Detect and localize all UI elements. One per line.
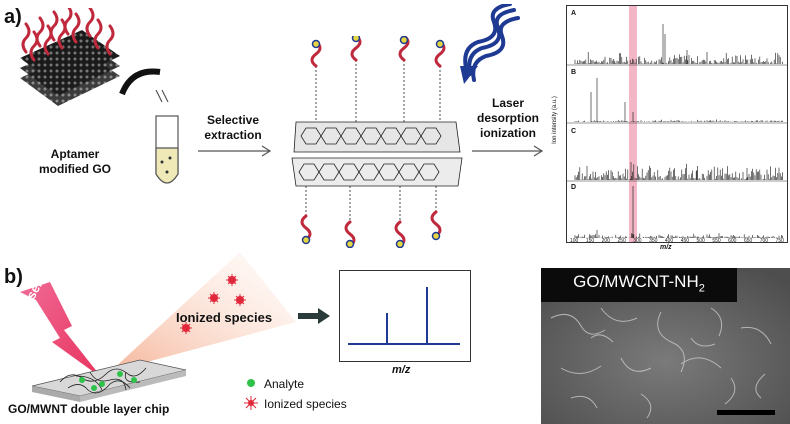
aptamer-go-sheet-illustration <box>20 8 120 106</box>
double-layer-chip <box>31 359 187 402</box>
spectrum-peaks <box>574 186 783 238</box>
spectra-xlabel: m/z <box>660 244 672 251</box>
mini-spectrum-baseline <box>348 343 460 345</box>
sem-title-text: GO/MWCNT-NH <box>573 272 699 291</box>
aptamer-go-label: Aptamer modified GO <box>20 147 130 177</box>
aptamer-go-label-line1: Aptamer <box>50 147 100 161</box>
extracted-complex-illustration <box>291 36 463 248</box>
mini-spectrum-xlabel: m/z <box>392 364 411 376</box>
tick-label: 650 <box>743 238 753 244</box>
tick-label: 700 <box>759 238 769 244</box>
arrow-right-icon <box>472 145 544 157</box>
mini-spectrum-peak <box>426 287 428 343</box>
spectrum-trace <box>567 122 787 180</box>
panel-b-label: b) <box>4 266 23 288</box>
spectra-ylabel-wrap: Ion intensity (a.u.) <box>549 62 561 182</box>
chip-label: GO/MWNT double layer chip <box>8 402 170 416</box>
ldi-label-line2: desorption <box>477 111 539 125</box>
tick-label: 500 <box>696 238 705 244</box>
spectrum-trace <box>574 24 783 64</box>
legend-analyte-label: Analyte <box>264 377 305 391</box>
tick-label: 150 <box>585 238 595 244</box>
tick-label: 600 <box>728 238 737 244</box>
panel-a-label: a) <box>4 6 22 28</box>
spectrum-letter-c: C <box>571 128 577 135</box>
laser-bolt-icon <box>20 282 102 378</box>
tick-label: 100 <box>570 238 579 244</box>
sem-image: GO/MWCNT-NH2 <box>541 268 790 424</box>
selective-extraction-line1: Selective <box>206 113 260 127</box>
analyte-legend-marker <box>247 379 255 387</box>
tick-label: 250 <box>617 238 626 244</box>
ionized-legend-marker <box>244 396 258 410</box>
spectra-tick-labels: 100 150 200 250 300 350 400 450 500 550 … <box>570 238 784 244</box>
highlight-band <box>629 6 637 242</box>
sem-title-subscript: 2 <box>698 282 705 295</box>
spectrum-letter-b: B <box>571 69 577 76</box>
spectrum-trace <box>567 180 787 238</box>
ionized-species-markers <box>180 274 246 334</box>
ldi-label-line3: ionization <box>480 126 536 140</box>
legend-ionized-label: Ionized species <box>264 397 347 411</box>
tick-label: 200 <box>601 238 610 244</box>
spectra-traces <box>567 24 787 238</box>
ldi-label: Laser desorption ionization <box>468 96 548 141</box>
mass-spectra-panel: A B C D <box>566 5 788 243</box>
mini-spectrum <box>339 270 471 362</box>
curved-arrow-icon <box>119 68 161 96</box>
tick-label: 750 <box>775 238 784 244</box>
spectrum-letter-a: A <box>571 10 577 17</box>
selective-extraction-label: Selective extraction <box>188 113 278 143</box>
mini-spectrum-peak <box>386 313 388 343</box>
ldi-label-line1: Laser <box>491 96 525 110</box>
tick-label: 350 <box>649 238 658 244</box>
arrow-right-icon <box>298 308 330 324</box>
spectrum-letter-d: D <box>571 184 577 191</box>
selective-extraction-line2: extraction <box>204 128 262 142</box>
sem-title: GO/MWCNT-NH2 <box>541 268 737 303</box>
aptamer-go-label-line2: modified GO <box>39 162 111 176</box>
tick-label: 550 <box>712 238 721 244</box>
tick-label: 300 <box>633 238 642 244</box>
tick-label: 400 <box>664 238 674 244</box>
arrow-right-icon <box>198 145 272 157</box>
cloud-label: Ionized species <box>176 310 273 325</box>
spectra-ylabel: Ion intensity (a.u.) <box>552 96 558 144</box>
ion-plume <box>110 252 296 372</box>
laser-wave-icon <box>460 4 520 84</box>
test-tube-icon <box>155 89 179 184</box>
tick-label: 450 <box>680 238 690 244</box>
spectrum-trace <box>567 64 787 122</box>
spectrum-peaks <box>574 78 783 122</box>
spectrum-peaks <box>574 162 783 180</box>
spectrum-peaks <box>574 24 783 64</box>
